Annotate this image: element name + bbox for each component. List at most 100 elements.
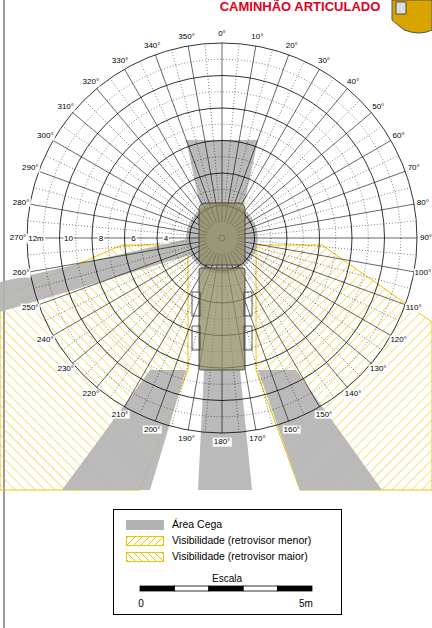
bearing-label: 40° <box>346 77 360 86</box>
scale-bar <box>278 586 312 591</box>
bearing-label: 90° <box>419 234 432 243</box>
bearing-label: 120° <box>389 336 408 345</box>
legend-swatch <box>126 552 164 562</box>
bearing-line <box>34 188 191 230</box>
truck-wheel <box>244 292 252 316</box>
truck-icon <box>392 0 432 33</box>
bearing-label: 290° <box>21 164 40 173</box>
bearing-label: 170° <box>248 434 267 443</box>
bearing-line <box>73 248 210 363</box>
bearing-label: 300° <box>36 132 55 141</box>
truck-wheel <box>244 326 252 350</box>
bearing-line <box>241 265 334 398</box>
bearing-line <box>234 113 371 228</box>
bearing-line <box>205 44 219 206</box>
truck-body <box>199 203 245 265</box>
bearing-line <box>53 141 208 230</box>
bearing-label: 350° <box>177 33 196 42</box>
scale-bar <box>209 586 243 591</box>
bearing-line <box>253 188 410 230</box>
bearing-line <box>236 246 391 335</box>
bearing-line <box>249 257 382 350</box>
bearing-line <box>188 46 219 222</box>
bearing-label: 250° <box>21 303 40 312</box>
bearing-line <box>110 78 203 211</box>
bearing-line <box>241 78 334 211</box>
range-label: 4 <box>163 235 169 244</box>
range-label: 6 <box>130 235 136 244</box>
bearing-line <box>222 43 223 222</box>
scale-bar <box>140 586 174 591</box>
bearing-label: 260° <box>12 269 31 278</box>
bearing-label: 130° <box>369 365 388 374</box>
bearing-line <box>230 69 319 224</box>
bearing-line <box>232 89 347 226</box>
bearing-label: 320° <box>82 77 101 86</box>
bearing-line <box>232 250 347 387</box>
bearing-label: 140° <box>344 390 363 399</box>
bearing-label: 230° <box>56 365 75 374</box>
bearing-label: 190° <box>177 434 196 443</box>
bearing-line <box>155 55 216 223</box>
bearing-line <box>97 89 212 226</box>
bearing-label: 200° <box>143 425 162 434</box>
bearing-label: 270° <box>9 234 28 243</box>
bearing-line <box>238 204 414 235</box>
bearing-label: 220° <box>82 390 101 399</box>
legend-text: Visibilidade (retrovisor maior) <box>172 551 308 563</box>
range-ring <box>27 43 417 433</box>
bearing-line <box>39 244 207 305</box>
bearing-label: 280° <box>12 198 31 207</box>
bearing-line <box>245 100 360 215</box>
bearing-label: 160° <box>282 425 301 434</box>
blind-area <box>198 370 252 490</box>
range-label: 12m <box>27 235 45 244</box>
bearing-label: 10° <box>250 33 264 42</box>
bearing-label: 340° <box>143 42 162 51</box>
bearing-line <box>97 250 212 387</box>
bearing-label: 150° <box>315 410 334 419</box>
bearing-line <box>30 241 206 272</box>
bearing-line <box>84 261 199 376</box>
bearing-line <box>238 241 414 272</box>
legend-text: Área Cega <box>172 519 222 531</box>
bearing-label: 50° <box>371 102 385 111</box>
bearing-line <box>251 156 398 225</box>
bearing-line <box>236 267 305 414</box>
scale-label: 5m <box>299 598 313 609</box>
truck-wheel <box>192 292 200 316</box>
scale-bar <box>243 586 277 591</box>
bearing-label: 180° <box>213 438 232 447</box>
bearing-line <box>172 50 214 207</box>
truck-body <box>199 268 245 370</box>
bearing-line <box>254 221 416 235</box>
bearing-label: 20° <box>285 42 299 51</box>
bearing-line <box>238 238 417 239</box>
scale-bar <box>174 586 208 591</box>
legend-text: Visibilidade (retrovisor menor) <box>172 535 311 547</box>
bearing-line <box>34 246 191 288</box>
bearing-line <box>237 171 405 232</box>
range-label: 10 <box>63 235 74 244</box>
bearing-label: 60° <box>392 132 406 141</box>
legend-swatch <box>126 520 164 530</box>
bearing-line <box>27 238 206 239</box>
bearing-line <box>140 61 209 208</box>
bearing-line <box>62 257 195 350</box>
bearing-line <box>249 126 382 219</box>
truck-icon-cab <box>396 2 406 14</box>
bearing-label: 100° <box>414 269 432 278</box>
bearing-label: 330° <box>111 57 130 66</box>
bearing-line <box>110 265 203 398</box>
scale-label: Escala <box>212 573 242 584</box>
bearing-line <box>30 204 206 235</box>
bearing-line <box>62 126 195 219</box>
bearing-label: 80° <box>416 198 430 207</box>
scale-label: 0 <box>138 598 144 609</box>
legend-swatch <box>126 536 164 546</box>
bearing-line <box>45 252 192 321</box>
bearing-line <box>253 246 410 288</box>
bearing-label: 310° <box>56 102 75 111</box>
bearing-label: 110° <box>405 303 423 312</box>
truck-wheel <box>192 326 200 350</box>
